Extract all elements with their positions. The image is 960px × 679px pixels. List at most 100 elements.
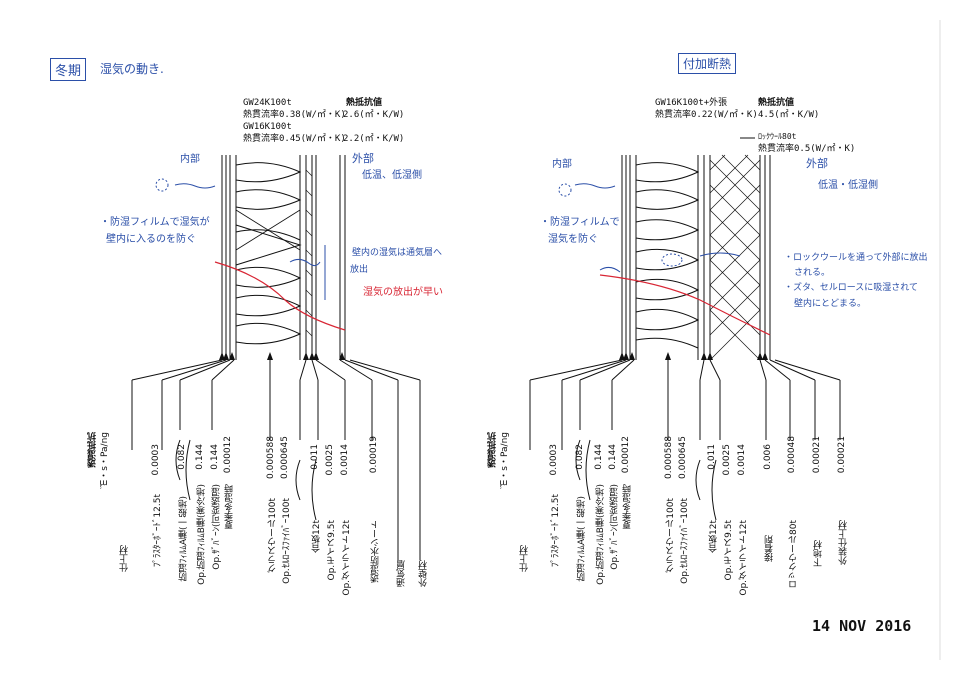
right-cell-note: 壁内にとどまる。	[794, 299, 867, 309]
right-material: 合板12t	[709, 520, 719, 553]
right-spec-block: GW16K100t+外張 熱貫流率0.22(W/㎡・K)	[655, 97, 758, 121]
right-material: Op.ｻﾞﾊﾞｰﾝ(可変透湿)	[610, 484, 620, 570]
left-red-note: 湿気の放出が早い	[363, 287, 443, 298]
left-outside-note: 低温、低湿側	[362, 170, 422, 181]
right-red-curve	[599, 274, 771, 336]
rockwool-label: ﾛｯｸｳｰﾙ80t	[758, 132, 797, 141]
left-value: 0.0025	[325, 444, 335, 476]
left-season-box: 冬期	[50, 58, 87, 81]
left-resist-header: 熱抵抗値	[346, 98, 383, 108]
left-resist-value: 2.6(㎡・K/W)	[343, 110, 405, 120]
right-value: 0.082	[575, 444, 585, 470]
right-material: Op.ｾﾙﾛｰｽﾌｧｲﾊﾞｰ100t	[680, 498, 690, 584]
left-outside-label: 外部	[352, 152, 374, 165]
left-material: Op.ｾﾙﾛｰｽﾌｧｲﾊﾞｰ100t	[282, 498, 292, 584]
left-material: 合板12t	[312, 520, 322, 553]
left-value: 0.0003	[151, 444, 161, 476]
left-film-note: 壁内に入るのを防ぐ	[106, 234, 196, 245]
left-wall-note: 放出	[350, 265, 369, 275]
left-wall-section	[131, 155, 421, 560]
left-value: 0.082	[177, 444, 187, 470]
left-spec-line: 熱貫流率0.38(W/㎡・K)	[243, 110, 346, 120]
left-inside-label: 内部	[180, 154, 200, 165]
left-material: 通気層	[397, 560, 407, 587]
right-season-box: 付加断熱	[678, 53, 737, 74]
right-material: 下地材	[814, 540, 824, 567]
left-material: Op.モイス9.5t	[327, 520, 337, 581]
right-material: 仕上材	[520, 545, 530, 572]
right-value: 0.0003	[549, 444, 559, 476]
right-wall-section	[529, 137, 841, 521]
right-value: 0.00012	[621, 436, 631, 474]
rockwool-value: 熱貫流率0.5(W/㎡・K)	[758, 144, 856, 154]
right-outside-note: 低温・低湿側	[818, 180, 878, 191]
left-resist-value: 2.2(㎡・K/W)	[343, 134, 405, 144]
right-arrowheads	[619, 352, 768, 360]
right-inside-label: 内部	[552, 159, 572, 170]
right-material: 接着剤	[765, 535, 775, 562]
right-film-note: 湿気を防ぐ	[548, 234, 598, 245]
right-resist-header: 熱抵抗値	[758, 98, 795, 108]
right-material: グラスウール100t	[666, 498, 676, 573]
right-resist-value: 4.5(㎡・K/W)	[758, 110, 820, 120]
left-material: Op.ｻﾞﾊﾞｰﾝ(可変透湿)	[212, 484, 222, 570]
right-value: 0.144	[608, 444, 618, 470]
right-material: Op.ダイライト12t	[739, 520, 749, 596]
left-value: 0.144	[210, 444, 220, 470]
right-moisture-arrows	[558, 183, 741, 273]
right-film-note: ・防湿フィルムで	[540, 217, 620, 228]
right-value: 0.0025	[722, 444, 732, 476]
left-spec-block: GW24K100t 熱貫流率0.38(W/㎡・K) GW16K100t 熱貫流率…	[243, 97, 346, 145]
right-spec-line: GW16K100t+外張	[655, 98, 728, 108]
right-rock-note: される。	[794, 268, 831, 278]
right-value: 0.144	[594, 444, 604, 470]
left-col-unit: ㎡・s・Pa/ng	[100, 432, 110, 489]
right-spec-line: 熱貫流率0.22(W/㎡・K)	[655, 110, 758, 120]
left-material: 外壁材	[419, 560, 429, 587]
right-outside-label: 外部	[806, 157, 828, 170]
left-value: 0.000645	[280, 436, 290, 479]
left-arrowheads	[219, 352, 345, 360]
right-cell-note: ・ズタ、セルロースに吸湿されて	[784, 283, 919, 293]
left-material: 透湿防水シート	[371, 520, 381, 583]
left-material: グラスウール100t	[268, 498, 278, 573]
left-value: 0.00012	[223, 436, 233, 474]
left-film-note: ・防湿フィルムで湿気が	[100, 217, 210, 228]
right-value: 0.00048	[787, 436, 797, 474]
left-spec-line: 熱貫流率0.45(W/㎡・K)	[243, 134, 346, 144]
right-material: 外装仕上材	[839, 520, 849, 565]
right-value: 0.00021	[837, 436, 847, 474]
date-stamp: 14 NOV 2016	[812, 617, 912, 635]
left-season-note: 湿気の動き.	[100, 62, 164, 76]
left-spec-line: GW16K100t	[243, 122, 292, 132]
left-material: Op.ダイライト12t	[342, 520, 352, 596]
left-wall-note: 壁内の湿気は通気層へ	[352, 248, 443, 258]
right-material: Op.モイス9.5t	[724, 520, 734, 581]
left-value: 0.011	[310, 444, 320, 470]
left-material: 防湿ﾌｨﾙﾑA種(一般地)	[179, 496, 189, 582]
right-value: 0.0014	[737, 444, 747, 476]
left-value: 0.00019	[369, 436, 379, 474]
right-material: 防湿ﾌｨﾙﾑA種(一般地)	[577, 496, 587, 582]
right-material: ロックウール80t	[789, 520, 799, 589]
left-material: ﾌﾟﾗｽﾀｰﾎﾞｰﾄﾞ12.5t	[153, 494, 163, 568]
left-material: Op.防湿ﾌｨﾙﾑB種(寒冷地)	[197, 484, 207, 585]
right-value: 0.00021	[812, 436, 822, 474]
left-material: 仕上材	[120, 545, 130, 572]
left-moisture-arrows	[155, 178, 326, 300]
left-spec-line: GW24K100t	[243, 98, 292, 108]
left-value: 0.000588	[266, 436, 276, 479]
right-col-unit: ㎡・s・Pa/ng	[500, 432, 510, 489]
right-material: 夏季多湿時	[623, 484, 633, 529]
right-material: Op.防湿ﾌｨﾙﾑB種(寒冷地)	[596, 484, 606, 585]
right-value: 0.006	[763, 444, 773, 470]
right-rock-note: ・ロックウールを通って外部に放出	[784, 253, 928, 263]
left-red-curve	[214, 261, 346, 331]
left-value: 0.0014	[340, 444, 350, 476]
right-value: 0.000588	[664, 436, 674, 479]
left-material: 夏季多湿時	[225, 484, 235, 529]
right-value: 0.011	[707, 444, 717, 470]
right-material: ﾌﾟﾗｽﾀｰﾎﾞｰﾄﾞ12.5t	[551, 494, 561, 568]
left-value: 0.144	[195, 444, 205, 470]
